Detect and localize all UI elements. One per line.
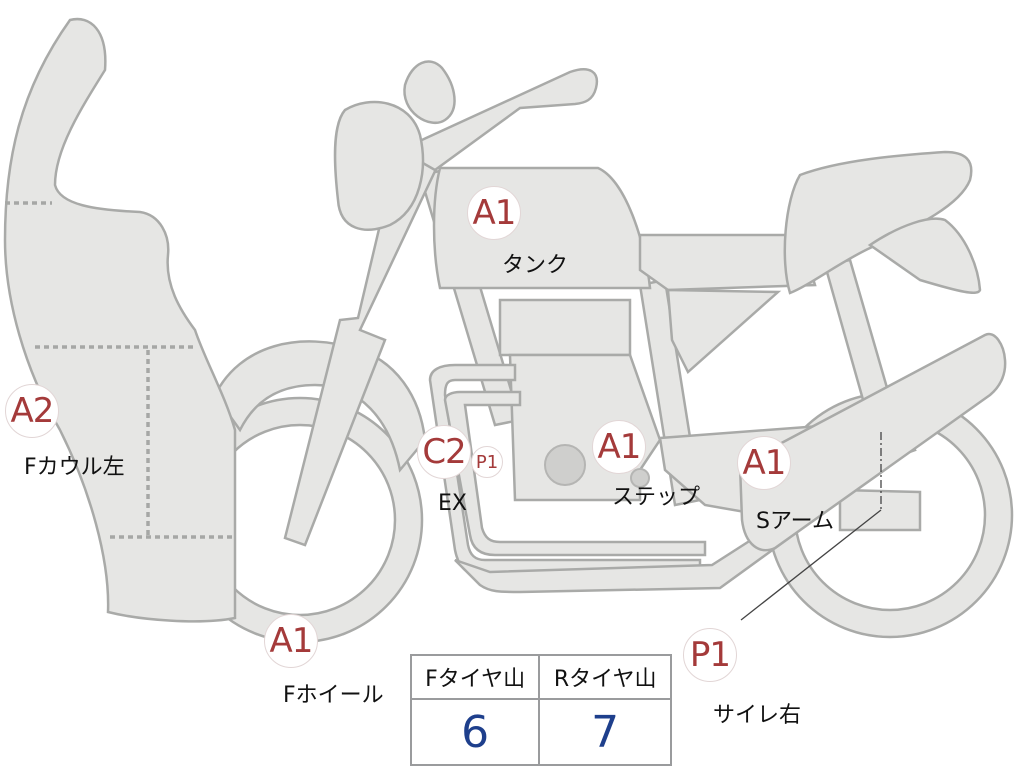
marker-cowl: A2 xyxy=(5,384,59,438)
muffler-leader xyxy=(740,509,882,621)
label-cowl: Fカウル左 xyxy=(24,455,125,480)
label-step: ステップ xyxy=(612,485,701,510)
front-tread-value: 6 xyxy=(409,698,541,766)
marker-wheel: A1 xyxy=(264,614,318,668)
marker-step: A1 xyxy=(592,420,646,474)
muffler xyxy=(738,332,1007,552)
marker-muffler: P1 xyxy=(683,628,737,682)
label-swingarm: Sアーム xyxy=(756,509,834,534)
rear-tread-header: Rタイヤ山 xyxy=(538,654,672,700)
seat-rear xyxy=(783,150,973,295)
mirror xyxy=(403,60,456,124)
tail xyxy=(867,217,982,294)
marker-tank: A1 xyxy=(467,186,521,240)
front-tread-header: Fタイヤ山 xyxy=(409,654,541,700)
marker-ex: C2 xyxy=(417,425,471,479)
front-cowl xyxy=(3,17,237,623)
rear-tread-value: 7 xyxy=(538,698,672,766)
front-fork xyxy=(283,138,447,547)
marker-ex-p1: P1 xyxy=(471,446,503,478)
marker-swingarm: A1 xyxy=(737,436,791,490)
handlebar xyxy=(397,68,599,172)
headlight xyxy=(333,100,425,231)
label-ex: EX xyxy=(438,491,467,516)
side-cover xyxy=(666,288,782,375)
label-tank: タンク xyxy=(502,253,569,278)
tire-tread-table: Fタイヤ山 Rタイヤ山 6 7 xyxy=(409,654,672,766)
exhaust-lower xyxy=(443,390,707,557)
seat-front xyxy=(638,233,817,292)
label-muffler: サイレ右 xyxy=(713,703,802,728)
label-wheel: Fホイール xyxy=(283,683,384,708)
